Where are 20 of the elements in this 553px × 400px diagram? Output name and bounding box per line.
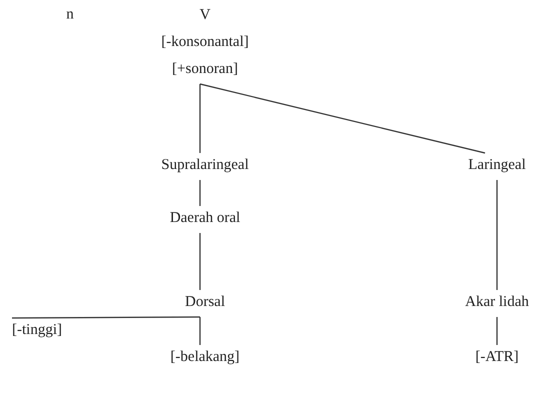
node-label: [-ATR]	[475, 348, 519, 367]
node-label: [+sonoran]	[171, 60, 239, 79]
tree-branch	[199, 317, 201, 345]
tree-branch	[12, 316, 200, 319]
node-label: [-tinggi]	[12, 321, 62, 340]
tree-branch	[199, 233, 201, 290]
node-label: Laringeal	[468, 156, 526, 175]
node-label: [-konsonantal]	[161, 33, 249, 52]
segment-label: n	[66, 6, 74, 24]
node-label: Daerah oral	[170, 209, 240, 228]
tree-branch	[496, 180, 498, 290]
tree-branch	[199, 180, 201, 206]
node-label: Supralaringeal	[161, 156, 249, 175]
node-label: Akar lidah	[465, 293, 529, 312]
node-label: [-belakang]	[170, 348, 240, 367]
tree-branch	[199, 84, 201, 153]
tree-branch	[200, 83, 486, 154]
node-label: Dorsal	[185, 293, 225, 312]
node-label: V	[198, 6, 212, 25]
tree-branch	[496, 317, 498, 345]
